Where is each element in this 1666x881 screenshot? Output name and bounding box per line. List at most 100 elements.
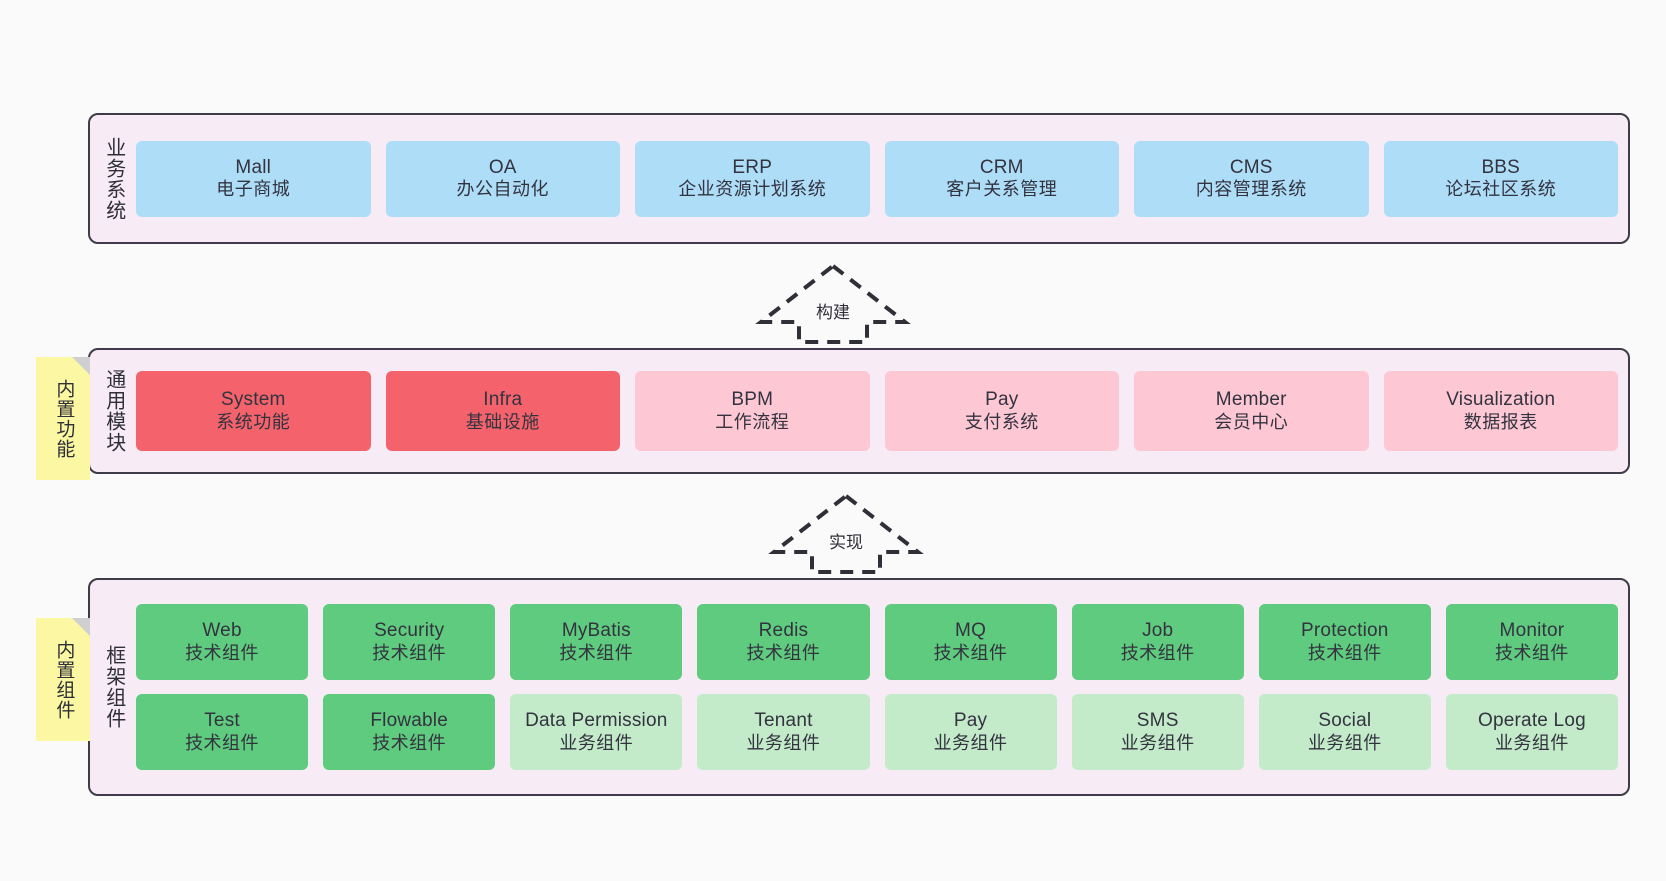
card-pay-component[interactable]: Pay 业务组件	[884, 694, 1057, 770]
card-crm[interactable]: CRM 客户关系管理	[884, 140, 1119, 217]
card-title-cn: 技术组件	[933, 642, 1008, 663]
card-title-en: Web	[202, 620, 242, 642]
card-title-cn: 系统功能	[216, 411, 291, 432]
card-title-cn: 支付系统	[964, 411, 1039, 432]
card-title-en: Test	[204, 710, 240, 732]
card-title-cn: 业务组件	[933, 732, 1008, 753]
card-row: System 系统功能 Infra 基础设施 BPM 工作流程 Pay 支付系统…	[136, 371, 1618, 451]
card-infra[interactable]: Infra 基础设施	[385, 371, 620, 451]
note-builtin-features[interactable]: 内置功能	[36, 357, 90, 480]
card-title-cn: 技术组件	[1307, 642, 1382, 663]
card-title-en: MQ	[955, 620, 987, 642]
note-builtin-components[interactable]: 内置组件	[36, 618, 90, 741]
card-title-en: Tenant	[754, 710, 813, 732]
card-title-cn: 业务组件	[559, 732, 634, 753]
note-label: 内置组件	[53, 639, 75, 720]
card-title-cn: 技术组件	[746, 642, 821, 663]
card-title-en: BPM	[731, 389, 774, 411]
card-data-permission[interactable]: Data Permission 业务组件	[510, 694, 683, 770]
card-title-cn: 论坛社区系统	[1445, 179, 1557, 200]
card-web[interactable]: Web 技术组件	[136, 604, 309, 680]
card-title-cn: 数据报表	[1463, 411, 1538, 432]
arrow-build-shape	[755, 263, 911, 344]
card-title-cn: 技术组件	[372, 642, 447, 663]
card-row: Web 技术组件 Security 技术组件 MyBatis 技术组件 Redi…	[136, 604, 1618, 680]
arrow-implement-shape	[768, 493, 924, 574]
card-security[interactable]: Security 技术组件	[323, 604, 496, 680]
card-title-en: Flowable	[370, 710, 448, 732]
card-operate-log[interactable]: Operate Log 业务组件	[1445, 694, 1618, 770]
card-title-cn: 技术组件	[1120, 642, 1195, 663]
card-title-en: Job	[1142, 620, 1174, 642]
layer-body-framework-components: Web 技术组件 Security 技术组件 MyBatis 技术组件 Redi…	[136, 580, 1628, 794]
card-title-en: Member	[1215, 389, 1287, 411]
card-title-en: CRM	[979, 156, 1024, 178]
layer-title-framework-components: 框架组件	[102, 645, 125, 729]
card-title-en: Infra	[483, 389, 523, 411]
layer-framework-components[interactable]: 框架组件 Web 技术组件 Security 技术组件 MyBatis 技术组件…	[88, 578, 1630, 796]
card-monitor[interactable]: Monitor 技术组件	[1445, 604, 1618, 680]
arrow-build: 构建	[755, 262, 911, 344]
card-row: Test 技术组件 Flowable 技术组件 Data Permission …	[136, 694, 1618, 770]
card-bpm[interactable]: BPM 工作流程	[635, 371, 870, 451]
card-title-cn: 办公自动化	[456, 179, 549, 200]
card-mall[interactable]: Mall 电子商城	[136, 140, 371, 217]
card-job[interactable]: Job 技术组件	[1071, 604, 1244, 680]
card-sms[interactable]: SMS 业务组件	[1071, 694, 1244, 770]
card-flowable[interactable]: Flowable 技术组件	[323, 694, 496, 770]
card-pay-module[interactable]: Pay 支付系统	[884, 371, 1119, 451]
card-title-en: OA	[488, 156, 517, 178]
card-title-en: Redis	[758, 620, 809, 642]
card-social[interactable]: Social 业务组件	[1258, 694, 1431, 770]
card-title-en: Visualization	[1446, 389, 1556, 411]
arrow-implement: 实现	[768, 492, 924, 574]
card-title-en: ERP	[732, 156, 773, 178]
card-title-cn: 业务组件	[746, 732, 821, 753]
layer-body-common-modules: System 系统功能 Infra 基础设施 BPM 工作流程 Pay 支付系统…	[136, 350, 1628, 472]
card-oa[interactable]: OA 办公自动化	[385, 140, 620, 217]
arrow-build-label: 构建	[816, 303, 850, 322]
card-cms[interactable]: CMS 内容管理系统	[1134, 140, 1369, 217]
card-tenant[interactable]: Tenant 业务组件	[697, 694, 870, 770]
card-title-cn: 技术组件	[372, 732, 447, 753]
card-mq[interactable]: MQ 技术组件	[884, 604, 1057, 680]
note-fold-corner-icon	[72, 357, 90, 375]
card-erp[interactable]: ERP 企业资源计划系统	[635, 140, 870, 217]
card-title-en: Mall	[235, 156, 272, 178]
card-title-cn: 内容管理系统	[1195, 179, 1307, 200]
card-test[interactable]: Test 技术组件	[136, 694, 309, 770]
card-title-en: CMS	[1229, 156, 1273, 178]
card-title-en: Monitor	[1499, 620, 1565, 642]
card-row: Mall 电子商城 OA 办公自动化 ERP 企业资源计划系统 CRM 客户关系…	[136, 140, 1618, 217]
card-title-en: Security	[374, 620, 445, 642]
layer-body-business-systems: Mall 电子商城 OA 办公自动化 ERP 企业资源计划系统 CRM 客户关系…	[136, 115, 1628, 242]
card-title-en: Pay	[953, 710, 988, 732]
card-mybatis[interactable]: MyBatis 技术组件	[510, 604, 683, 680]
arrow-implement-label: 实现	[829, 533, 863, 552]
card-title-cn: 企业资源计划系统	[678, 179, 827, 200]
card-redis[interactable]: Redis 技术组件	[697, 604, 870, 680]
note-label: 内置功能	[53, 378, 75, 459]
card-title-cn: 客户关系管理	[946, 179, 1058, 200]
card-system[interactable]: System 系统功能	[136, 371, 371, 451]
layer-business-systems[interactable]: 业务系统 Mall 电子商城 OA 办公自动化 ERP 企业资源计划系统 CRM…	[88, 113, 1630, 244]
card-title-cn: 工作流程	[715, 411, 790, 432]
card-title-cn: 技术组件	[559, 642, 634, 663]
card-member[interactable]: Member 会员中心	[1134, 371, 1369, 451]
card-title-cn: 业务组件	[1120, 732, 1195, 753]
card-title-en: System	[220, 389, 286, 411]
card-title-en: Operate Log	[1478, 710, 1586, 732]
card-title-cn: 技术组件	[185, 732, 260, 753]
card-visualization[interactable]: Visualization 数据报表	[1383, 371, 1618, 451]
card-protection[interactable]: Protection 技术组件	[1258, 604, 1431, 680]
card-title-en: Pay	[985, 389, 1019, 411]
card-title-en: Protection	[1301, 620, 1389, 642]
card-title-en: BBS	[1481, 156, 1521, 178]
card-title-en: MyBatis	[561, 620, 631, 642]
layer-common-modules[interactable]: 通用模块 System 系统功能 Infra 基础设施 BPM 工作流程 Pay…	[88, 348, 1630, 474]
card-title-cn: 基础设施	[465, 411, 540, 432]
card-title-cn: 会员中心	[1214, 411, 1289, 432]
card-title-en: Data Permission	[525, 710, 668, 732]
card-bbs[interactable]: BBS 论坛社区系统	[1383, 140, 1618, 217]
